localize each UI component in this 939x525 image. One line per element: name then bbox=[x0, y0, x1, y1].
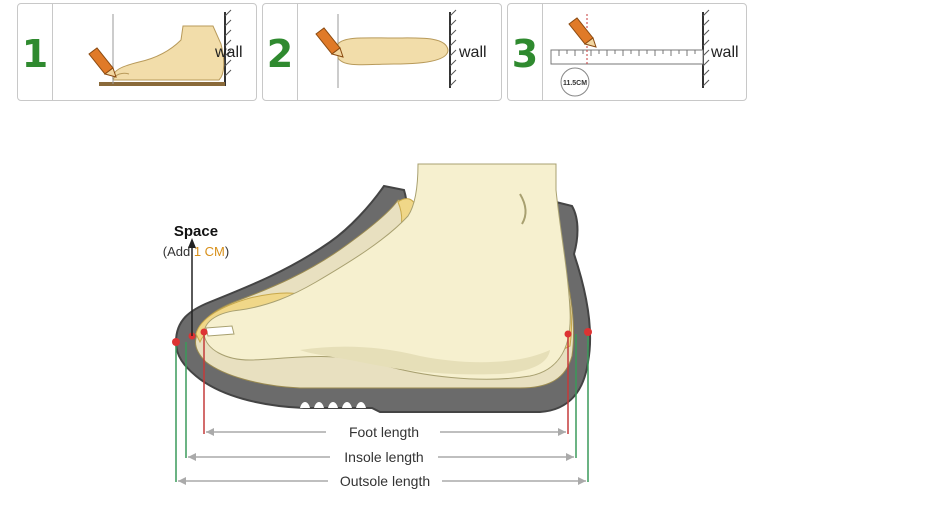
pencil-icon bbox=[88, 47, 117, 78]
step-number-box-1: 1 bbox=[18, 4, 53, 100]
foot-length-line bbox=[206, 428, 566, 436]
space-arrow bbox=[188, 238, 196, 336]
measurement-markers bbox=[172, 328, 592, 482]
wall-label-1: wall bbox=[215, 44, 243, 61]
space-note-suffix: ) bbox=[225, 244, 229, 259]
step-number-1: 1 bbox=[21, 32, 49, 76]
step-panel-3: 3 bbox=[507, 3, 747, 101]
wall-label-2: wall bbox=[459, 44, 487, 61]
pencil-icon bbox=[568, 17, 597, 48]
wall-label-3: wall bbox=[711, 44, 739, 61]
step-number-3: 3 bbox=[511, 32, 539, 76]
toenail bbox=[205, 325, 235, 337]
ruler-reading: 11.5CM bbox=[563, 80, 587, 87]
foot-side-illustration bbox=[88, 9, 232, 86]
space-title: Space bbox=[174, 223, 218, 240]
insole-length-label: Insole length bbox=[344, 449, 423, 465]
space-note-prefix: (Add bbox=[163, 244, 194, 259]
outsole-length-label: Outsole length bbox=[340, 473, 430, 489]
ruler bbox=[550, 49, 704, 65]
foot-shape bbox=[203, 163, 571, 380]
space-note: (Add 1 CM) bbox=[163, 244, 229, 259]
pencil-icon bbox=[315, 27, 344, 58]
step-number-box-2: 2 bbox=[263, 4, 298, 100]
outsole-length-line bbox=[178, 477, 586, 485]
magnifier-circle bbox=[560, 67, 590, 97]
foot-top-illustration bbox=[315, 9, 457, 88]
foot-length-label: Foot length bbox=[349, 424, 419, 440]
step-number-box-3: 3 bbox=[508, 4, 543, 100]
ruler-illustration: 11.5CM bbox=[550, 9, 710, 97]
insole-length-line bbox=[188, 453, 574, 461]
step-number-2: 2 bbox=[266, 32, 294, 76]
foot-shading bbox=[300, 346, 550, 375]
shoe-cross-section-diagram: Space (Add 1 CM) Foot length Insole leng… bbox=[163, 163, 592, 489]
tread-notches bbox=[300, 402, 366, 408]
step-panel-1: 1 wall bbox=[17, 3, 257, 101]
space-note-value: 1 CM bbox=[194, 244, 225, 259]
step-panel-2: 2 wall bbox=[262, 3, 502, 101]
ankle-bone bbox=[519, 193, 527, 225]
